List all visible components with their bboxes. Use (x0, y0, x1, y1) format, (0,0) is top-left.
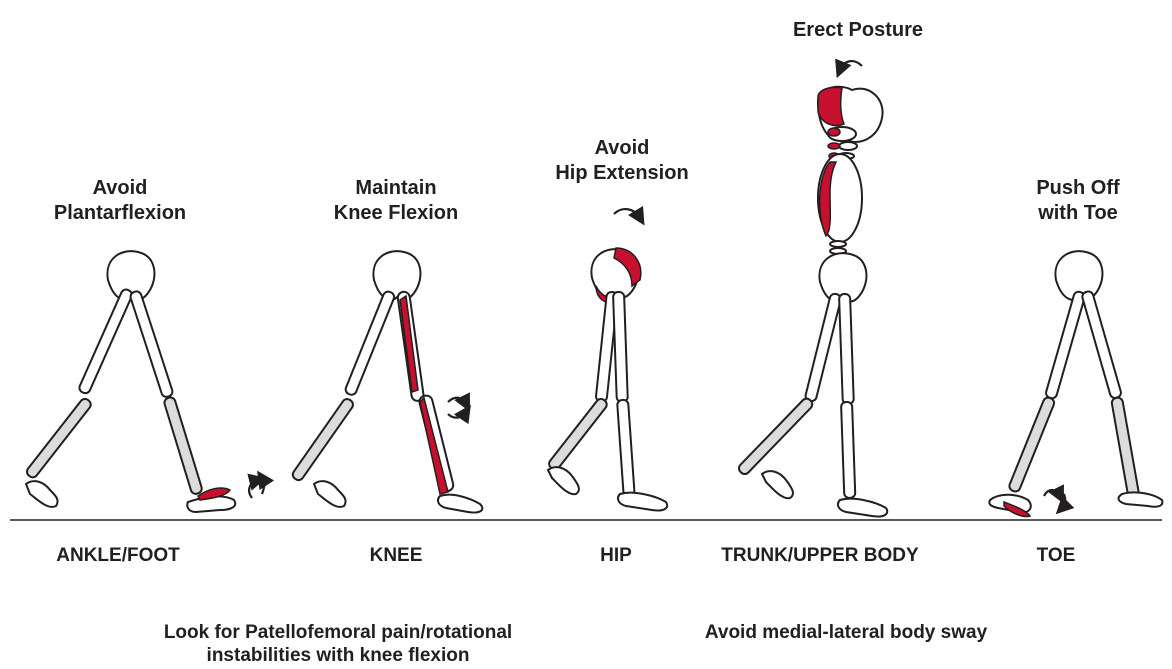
lumbar-vertebra-1 (830, 241, 846, 247)
trunk-skeleton (737, 61, 887, 516)
back-foot (314, 481, 346, 507)
ankle-rotation-arrow (249, 480, 258, 498)
knee-note-line-2: instabilities with knee flexion (164, 644, 512, 667)
toe-skeleton (989, 251, 1162, 516)
front-femur (839, 294, 854, 404)
knee-rotation-arrow (448, 398, 466, 404)
front-foot (838, 499, 887, 517)
front-tibia (1008, 396, 1056, 493)
back-femur (805, 293, 842, 402)
back-tibia (1111, 397, 1139, 497)
front-femur (1045, 291, 1086, 400)
back-foot (762, 471, 793, 498)
ankle-skeleton (25, 251, 264, 512)
back-tibia (737, 397, 814, 477)
front-tibia (841, 402, 855, 498)
back-femur (344, 290, 395, 396)
trunk-note: Avoid medial-lateral body sway (705, 621, 987, 644)
hip-skeleton (547, 209, 667, 510)
hip-label: HIP (600, 545, 632, 567)
back-femur (1081, 290, 1122, 399)
ankle-rotation-arrow-2 (262, 478, 264, 494)
front-foot (438, 495, 482, 513)
toe-label: TOE (1037, 545, 1076, 567)
front-tibia (617, 400, 635, 497)
front-foot (618, 493, 667, 511)
ankle-label: ANKLE/FOOT (56, 545, 180, 567)
skull-muscle-highlight (818, 87, 844, 125)
trunk-note-line-1: Avoid medial-lateral body sway (705, 621, 987, 644)
knee-note: Look for Patellofemoral pain/rotational … (164, 621, 512, 667)
toe-rotation-arrow-2 (1062, 494, 1065, 508)
head-rotation-arrow (840, 61, 862, 70)
pelvis (373, 251, 420, 300)
knee-label: KNEE (370, 545, 423, 567)
toe-rotation-arrow (1044, 490, 1060, 496)
back-foot (1119, 492, 1163, 506)
left-femur (78, 288, 134, 395)
back-tibia (291, 397, 355, 482)
right-tibia (163, 396, 203, 495)
back-tibia (547, 397, 609, 472)
front-femur (613, 292, 628, 402)
neck-vertebra-2 (839, 142, 857, 150)
right-femur (129, 290, 173, 398)
neck-vertebra-3 (828, 143, 840, 149)
knee-note-line-1: Look for Patellofemoral pain/rotational (164, 621, 512, 644)
knee-skeleton (291, 251, 483, 512)
left-foot (26, 481, 58, 507)
left-tibia (25, 397, 93, 479)
neck-vertebra-1 (828, 128, 840, 136)
knee-rotation-arrow-2 (448, 412, 466, 418)
trunk-label: TRUNK/UPPER BODY (721, 545, 918, 567)
hip-rotation-arrow (614, 209, 640, 218)
back-foot (548, 467, 579, 494)
